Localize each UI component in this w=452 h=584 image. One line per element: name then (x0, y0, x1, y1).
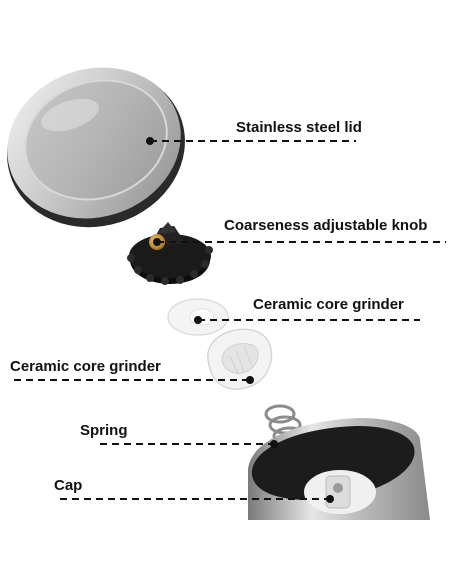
leader-dot-knob (153, 238, 161, 246)
leader-dot-ceramic-left (246, 376, 254, 384)
label-stainless-steel-lid: Stainless steel lid (236, 119, 362, 136)
leader-lines (14, 140, 446, 500)
leader-dot-lid (146, 137, 154, 145)
leader-dot-cap (326, 495, 334, 503)
leader-dot-spring (270, 440, 278, 448)
stainless-steel-lid (7, 67, 185, 228)
label-ceramic-grinder-left: Ceramic core grinder (10, 358, 161, 375)
label-ceramic-grinder-right: Ceramic core grinder (253, 296, 404, 313)
leader-dot-ceramic-right (194, 316, 202, 324)
label-coarseness-knob: Coarseness adjustable knob (224, 217, 428, 234)
grinder-cap (248, 418, 430, 520)
label-spring: Spring (80, 422, 128, 439)
coarseness-knob (127, 222, 213, 285)
ceramic-cone (207, 328, 273, 390)
leader-dots (146, 137, 334, 503)
label-cap: Cap (54, 477, 83, 494)
